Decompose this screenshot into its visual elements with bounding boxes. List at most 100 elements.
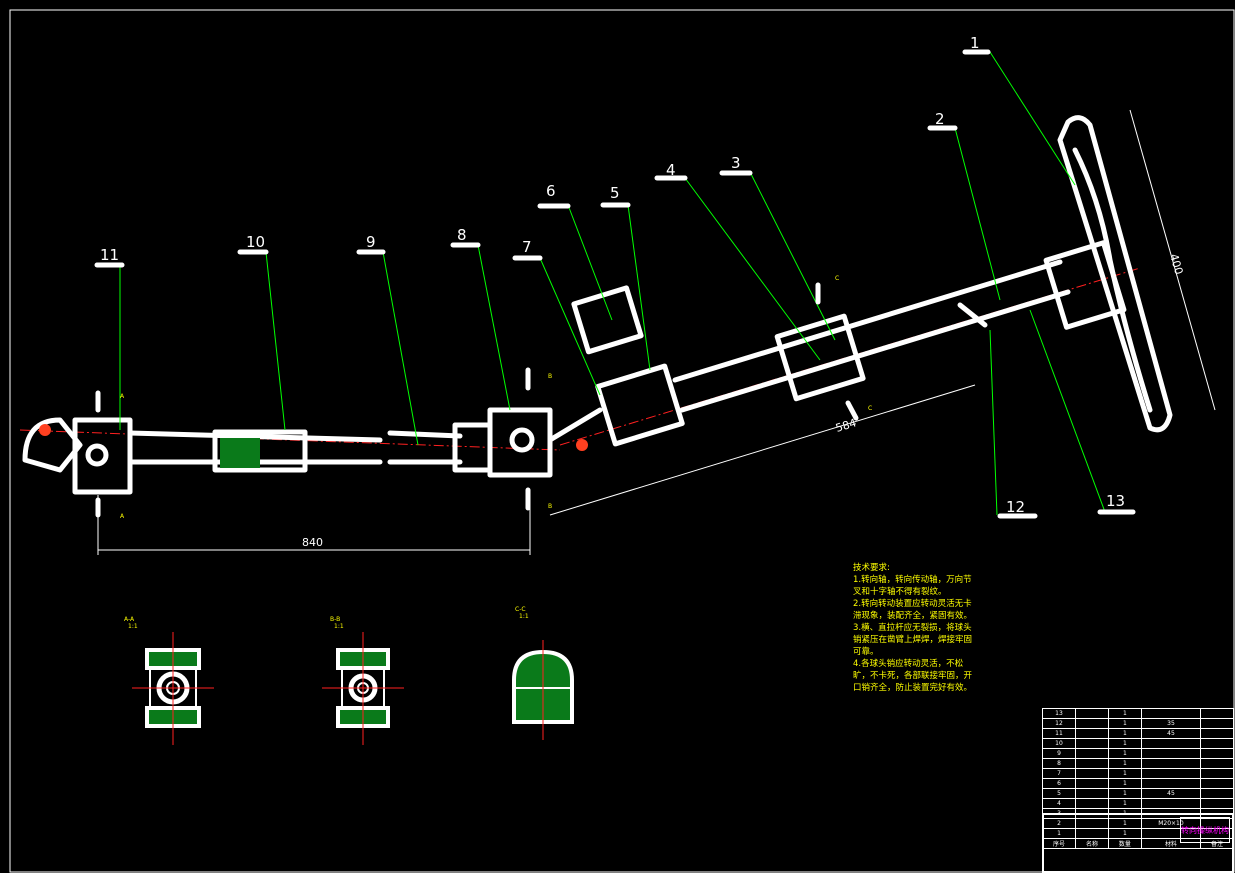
lower-centerline [19, 429, 561, 451]
bom-qty: 1 [1107, 708, 1142, 719]
balloon-3: 3 [731, 154, 741, 172]
leader-lines [119, 51, 1106, 516]
balloon-10: 10 [246, 233, 265, 251]
drawing-title: 转向操纵机构 [1180, 817, 1230, 843]
bom-no: 12 [1042, 718, 1076, 729]
balloon-2: 2 [935, 110, 945, 128]
bom-name [1074, 788, 1109, 799]
bom-note [1199, 728, 1235, 739]
bom-material [1140, 748, 1201, 759]
bom-name [1074, 768, 1109, 779]
bom-material [1140, 778, 1201, 789]
bom-qty: 1 [1107, 778, 1142, 789]
svg-text:C: C [868, 405, 872, 412]
bom-name [1074, 778, 1109, 789]
bom-note [1199, 758, 1235, 769]
steering-column [571, 259, 1071, 447]
bom-note [1199, 788, 1235, 799]
bom-qty: 1 [1107, 748, 1142, 759]
bom-header-cell: 材料 [1140, 838, 1201, 849]
bom-name [1074, 748, 1109, 759]
bom-no: 5 [1042, 788, 1076, 799]
bom-name [1074, 758, 1109, 769]
bom-header: 序号名称数量材料备注 [1042, 838, 1235, 849]
svg-text:1:1: 1:1 [519, 613, 529, 620]
bom-material: 45 [1140, 728, 1201, 739]
bom-qty: 1 [1107, 728, 1142, 739]
section-a-a: A-A 1:1 [124, 616, 214, 745]
svg-text:1:1: 1:1 [334, 623, 344, 630]
bom-note [1199, 748, 1235, 759]
svg-text:A: A [120, 393, 125, 400]
svg-text:B-B: B-B [330, 616, 340, 623]
dimensions: 840 584 400 [97, 109, 1216, 555]
bom-no: 13 [1042, 708, 1076, 719]
requirements-heading: 技术要求: [853, 563, 890, 573]
balloon-6: 6 [546, 182, 556, 200]
requirement-item: 1.转向轴，转向传动轴，万向节叉和十字轴不得有裂纹。 [853, 575, 972, 597]
bom-name [1074, 738, 1109, 749]
svg-text:C-C: C-C [515, 606, 526, 613]
bom-no: 7 [1042, 768, 1076, 779]
svg-text:B: B [548, 373, 552, 380]
bom-material [1140, 758, 1201, 769]
balloon-7: 7 [522, 238, 532, 256]
bom-name [1074, 798, 1109, 809]
bom-qty: 1 [1107, 738, 1142, 749]
bom-note [1199, 708, 1235, 719]
bom-qty: 1 [1107, 758, 1142, 769]
bom-no: 4 [1042, 798, 1076, 809]
bom-note [1199, 718, 1235, 729]
bom-row: 13 1 [1042, 708, 1235, 719]
requirement-item: 3.横、直拉杆应无裂损，将球头销紧压在凿臂上焊焊，焊接牢固可靠。 [853, 623, 973, 657]
bom-note [1199, 768, 1235, 779]
balloon-12: 12 [1006, 498, 1025, 516]
bom-material [1140, 798, 1201, 809]
bom-material [1140, 768, 1201, 779]
bom-name [1074, 708, 1109, 719]
bom-no: 8 [1042, 758, 1076, 769]
steering-wheel [1043, 115, 1173, 433]
balloon-5: 5 [610, 184, 620, 202]
svg-text:C: C [835, 275, 839, 282]
section-cut-marks: A A B B C C [95, 275, 872, 520]
balloon-4: 4 [666, 161, 676, 179]
bom-material: 35 [1140, 718, 1201, 729]
balloon-11: 11 [100, 246, 119, 264]
section-c-c: C-C 1:1 [512, 606, 574, 740]
requirement-item: 4.各球头销应转动灵活，不松旷，不卡死，各部联接牢固，开口销齐全，防止装置完好有… [853, 659, 973, 693]
section-b-b: B-B 1:1 [322, 616, 404, 745]
bom-material [1140, 708, 1201, 719]
balloon-9: 9 [366, 233, 376, 251]
dim-840: 840 [302, 536, 323, 549]
bom-note [1199, 798, 1235, 809]
bom-no: 11 [1042, 728, 1076, 739]
svg-text:A-A: A-A [124, 616, 135, 623]
bom-qty: 1 [1107, 798, 1142, 809]
bom-row: 10 1 [1042, 738, 1235, 749]
svg-text:1:1: 1:1 [128, 623, 138, 630]
svg-text:A: A [120, 513, 125, 520]
balloon-labels: 1 2 3 4 5 6 7 8 9 10 11 12 13 [94, 34, 1136, 519]
balloon-8: 8 [457, 226, 467, 244]
bom-qty: 1 [1107, 768, 1142, 779]
requirement-item: 2.转向转动装置应转动灵活无卡滞现象，装配齐全，紧固有效。 [853, 599, 973, 621]
balloon-13: 13 [1106, 492, 1125, 510]
svg-text:B: B [548, 503, 552, 510]
balloon-1: 1 [970, 34, 980, 52]
bom-material: 45 [1140, 788, 1201, 799]
bom-no: 10 [1042, 738, 1076, 749]
dim-584: 584 [834, 416, 858, 435]
intermediate-shaft [22, 407, 603, 495]
bom-name [1074, 728, 1109, 739]
bom-qty: 1 [1107, 718, 1142, 729]
